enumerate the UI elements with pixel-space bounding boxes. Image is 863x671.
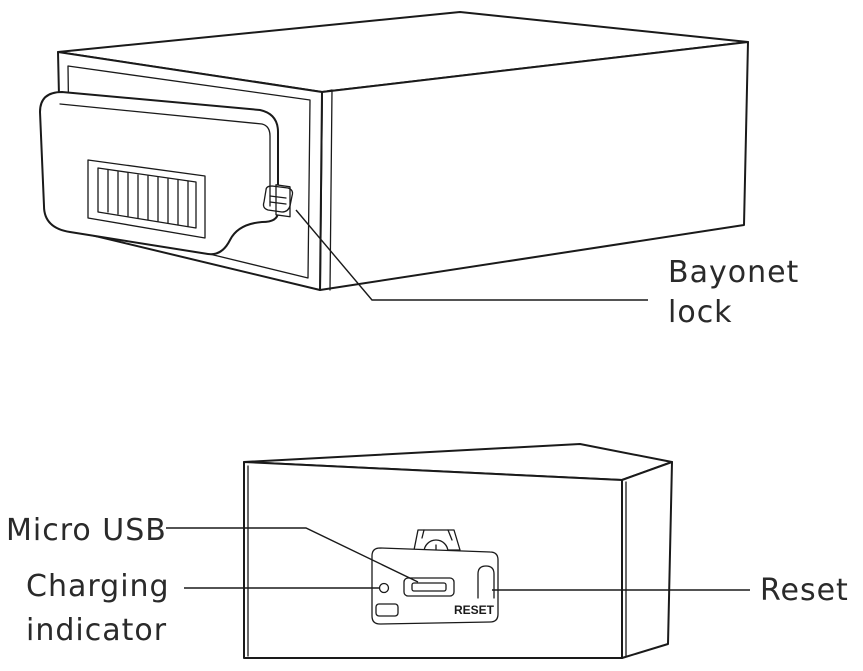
connector-cap-outline	[39, 91, 279, 256]
reset-marking: RESET	[454, 603, 495, 617]
bayonet-label-line1: Bayonet	[668, 255, 799, 290]
bayonet-leader-line	[295, 209, 648, 301]
bayonet-label-line2: lock	[668, 295, 733, 330]
battery-connector-cap	[39, 91, 279, 256]
connector-pins	[87, 159, 206, 239]
charging-label-line2: indicator	[26, 613, 167, 648]
connector-cap-inner	[59, 103, 271, 207]
micro-usb-label: Micro USB	[6, 513, 167, 548]
bayonet-lock	[262, 184, 294, 218]
reset-button	[477, 565, 495, 599]
battery-edge-line	[321, 89, 333, 291]
charging-label-line1: Charging	[26, 569, 170, 604]
reset-label: Reset	[760, 573, 849, 608]
rear-side-face	[621, 461, 673, 659]
port-panel: RESET	[371, 529, 499, 625]
micro-usb-leader-line	[166, 527, 419, 583]
panel-switch	[375, 603, 399, 617]
charging-indicator-led	[378, 582, 390, 594]
